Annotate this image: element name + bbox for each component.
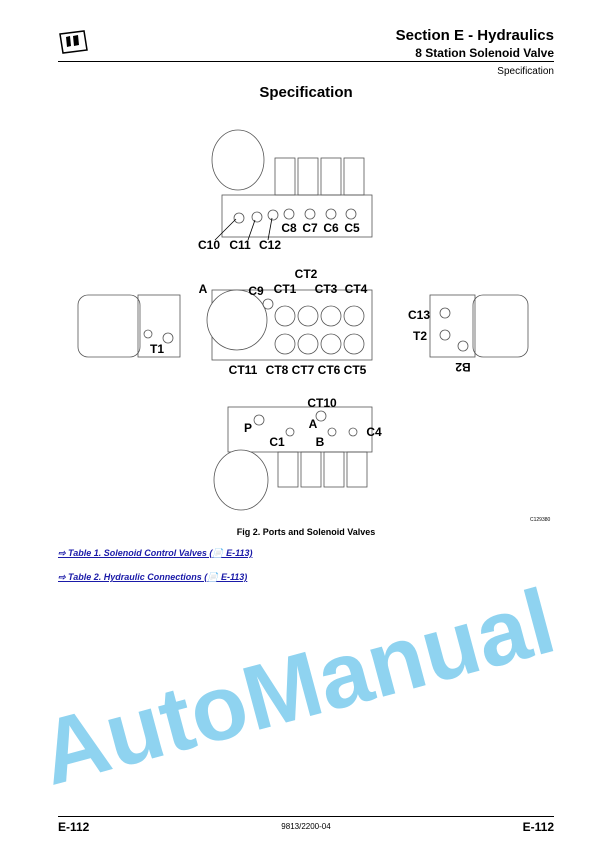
page-number-left: E-112 <box>58 820 90 834</box>
label-ct2: CT2 <box>294 267 318 281</box>
label-c1: C1 <box>269 435 285 449</box>
label-p: P <box>243 421 253 435</box>
label-ct8: CT8 <box>265 363 289 377</box>
label-c10: C10 <box>197 238 221 252</box>
label-ct10: CT10 <box>307 396 337 410</box>
link-table-1[interactable]: ⇨ Table 1. Solenoid Control Valves (📄 E-… <box>58 548 253 558</box>
section-title: Section E - Hydraulics <box>395 27 554 44</box>
label-c12: C12 <box>258 238 282 252</box>
jcb-logo <box>59 30 88 54</box>
subsection-title: 8 Station Solenoid Valve <box>415 46 554 60</box>
footer-divider <box>58 816 554 817</box>
label-c7: C7 <box>302 221 318 235</box>
label-a-port: A <box>308 417 318 431</box>
label-a: A <box>198 282 208 296</box>
link-table-2[interactable]: ⇨ Table 2. Hydraulic Connections (📄 E-11… <box>58 572 248 582</box>
figure-code: C129380 <box>530 517 551 523</box>
label-c9: C9 <box>248 284 264 298</box>
label-c5: C5 <box>344 221 360 235</box>
label-ct5: CT5 <box>343 363 367 377</box>
label-ct7: CT7 <box>291 363 315 377</box>
label-ct1: CT1 <box>273 282 297 296</box>
label-ct6: CT6 <box>317 363 341 377</box>
breadcrumb: Specification <box>497 66 554 77</box>
document-number: 9813/2200-04 <box>281 822 331 831</box>
page-number-right: E-112 <box>522 820 554 834</box>
label-ct11: CT11 <box>228 363 258 377</box>
label-c11: C11 <box>229 238 251 252</box>
figure-caption: Fig 2. Ports and Solenoid Valves <box>236 527 376 537</box>
label-c13: C13 <box>407 308 431 322</box>
label-ct4: CT4 <box>344 282 368 296</box>
label-t2: T2 <box>412 329 428 343</box>
label-c4: C4 <box>366 425 382 439</box>
label-b2: B2 <box>455 360 471 374</box>
label-t1: T1 <box>149 342 165 356</box>
label-c8: C8 <box>281 221 297 235</box>
page-title: Specification <box>259 84 353 101</box>
label-c6: C6 <box>323 221 339 235</box>
header-divider <box>58 61 554 62</box>
label-ct3: CT3 <box>314 282 338 296</box>
label-b: B <box>315 435 325 449</box>
